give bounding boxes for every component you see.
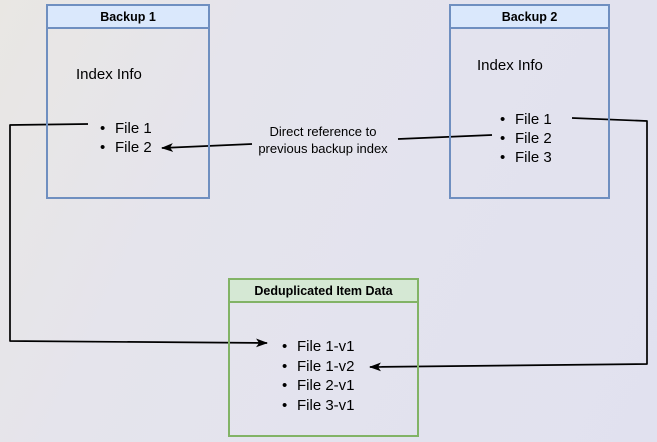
dedup-title: Deduplicated Item Data bbox=[230, 280, 417, 303]
list-item: File 2 bbox=[500, 129, 552, 148]
list-item: File 1 bbox=[100, 119, 152, 138]
list-item: File 2-v1 bbox=[282, 376, 355, 396]
list-item: File 2 bbox=[100, 138, 152, 157]
backup2-box: Backup 2 Index Info File 1File 2File 3 bbox=[449, 4, 610, 199]
list-item: File 1-v2 bbox=[282, 357, 355, 377]
backup2-index-info-label: Index Info bbox=[477, 57, 543, 74]
list-item: File 3-v1 bbox=[282, 396, 355, 416]
backup1-index-info-label: Index Info bbox=[76, 66, 142, 83]
edge-label-line1: Direct reference to bbox=[269, 124, 377, 139]
list-item: File 1-v1 bbox=[282, 337, 355, 357]
backup1-file-list: File 1File 2 bbox=[100, 119, 152, 157]
dedup-box: Deduplicated Item Data File 1-v1File 1-v… bbox=[228, 278, 419, 437]
backup1-box: Backup 1 Index Info File 1File 2 bbox=[46, 4, 210, 199]
direct-reference-edge-label: Direct reference to previous backup inde… bbox=[258, 123, 387, 157]
dedup-item-list: File 1-v1File 1-v2File 2-v1File 3-v1 bbox=[282, 337, 355, 415]
backup2-title: Backup 2 bbox=[451, 6, 608, 29]
backup2-file-list: File 1File 2File 3 bbox=[500, 110, 552, 167]
list-item: File 3 bbox=[500, 148, 552, 167]
edge-label-line2: previous backup index bbox=[258, 141, 388, 156]
backup1-title: Backup 1 bbox=[48, 6, 208, 29]
list-item: File 1 bbox=[500, 110, 552, 129]
